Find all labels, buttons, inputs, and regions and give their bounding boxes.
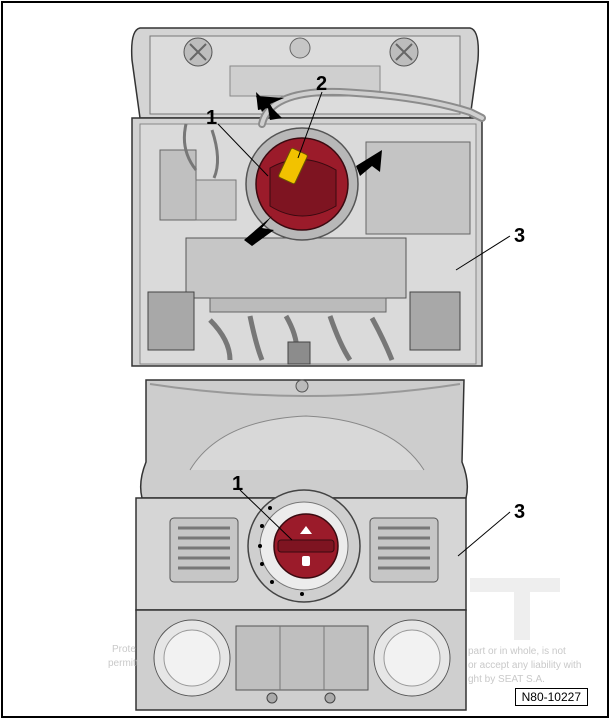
callout-upper-3: 3 <box>514 225 526 247</box>
upper-control-box <box>185 237 407 299</box>
bracket-right <box>409 291 461 351</box>
callout-lower-3: 3 <box>514 501 526 523</box>
vent-right <box>369 517 439 583</box>
watermark-shape <box>470 578 560 640</box>
callout-upper-1: 1 <box>206 107 218 129</box>
leader-lower-3 <box>457 511 511 557</box>
watermark-right-2: or accept any liability with <box>468 660 582 671</box>
upper-assembly <box>130 27 511 367</box>
watermark-right-3: ght by SEAT S.A. <box>468 674 545 685</box>
callout-upper-2: 2 <box>316 73 328 95</box>
leader-upper-1 <box>217 123 269 177</box>
arrow-bottom <box>244 216 274 246</box>
watermark-right-1: part or in whole, is not <box>468 646 566 657</box>
lower-assembly <box>135 379 511 711</box>
switch-symbol-icon <box>302 556 310 566</box>
connector-yellow <box>278 147 308 185</box>
arrow-right <box>356 150 382 176</box>
watermark-left-2: permitt <box>108 658 139 669</box>
callout-lower-1: 1 <box>232 473 244 495</box>
center-light-housing <box>235 625 369 691</box>
bracket-left <box>147 291 195 351</box>
leader-upper-2 <box>297 91 323 159</box>
reference-code: N80-10227 <box>514 688 588 706</box>
switch-arrow-icon <box>300 526 312 534</box>
leader-lower-1 <box>239 489 293 541</box>
leader-upper-3 <box>455 235 511 271</box>
upper-right-panel <box>365 141 471 235</box>
watermark-left-1: Prote <box>112 644 136 655</box>
vent-left <box>169 517 239 583</box>
